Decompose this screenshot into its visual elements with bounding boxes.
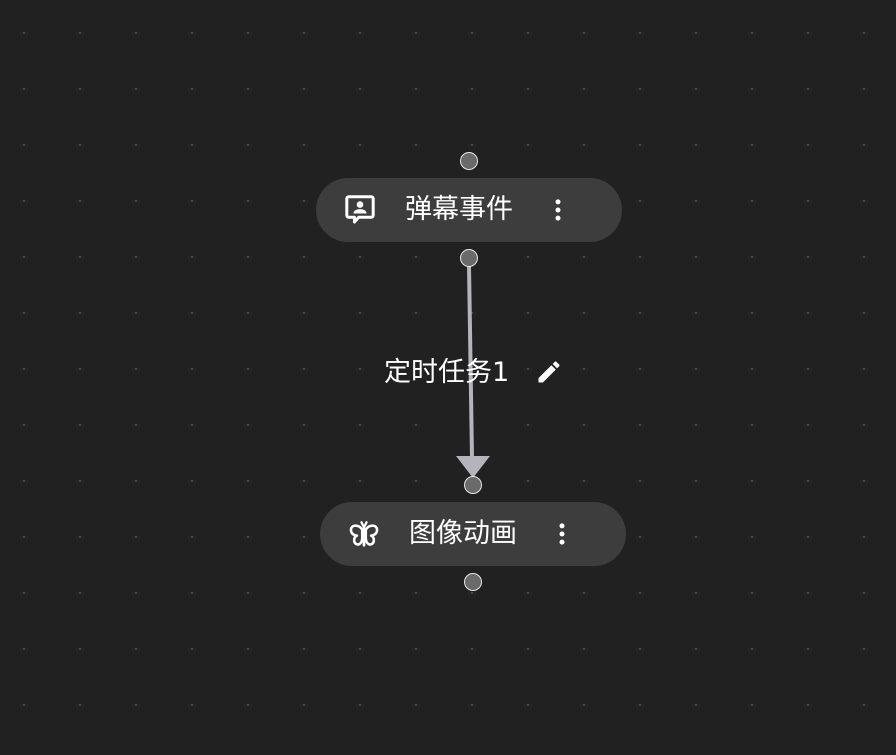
node-2-input-handle[interactable]: [463, 475, 482, 494]
node-2-output-handle[interactable]: [463, 572, 482, 591]
edge-line[interactable]: [467, 264, 474, 460]
butterfly-icon: [346, 516, 382, 552]
pencil-icon[interactable]: [535, 358, 563, 386]
dots-vertical-icon[interactable]: [543, 195, 573, 225]
node-1-input-handle[interactable]: [459, 151, 478, 170]
flow-node-image-animation[interactable]: 图像动画: [320, 502, 626, 566]
dots-vertical-icon[interactable]: [547, 519, 577, 549]
flow-node-danmaku-event[interactable]: 弹幕事件: [316, 178, 622, 242]
message-account-icon: [342, 192, 378, 228]
node-1-output-handle[interactable]: [459, 248, 478, 267]
edge-label: 定时任务1: [384, 357, 510, 388]
node-label: 弹幕事件: [405, 194, 513, 225]
edge-arrowhead: [456, 456, 490, 478]
node-label: 图像动画: [409, 518, 517, 549]
